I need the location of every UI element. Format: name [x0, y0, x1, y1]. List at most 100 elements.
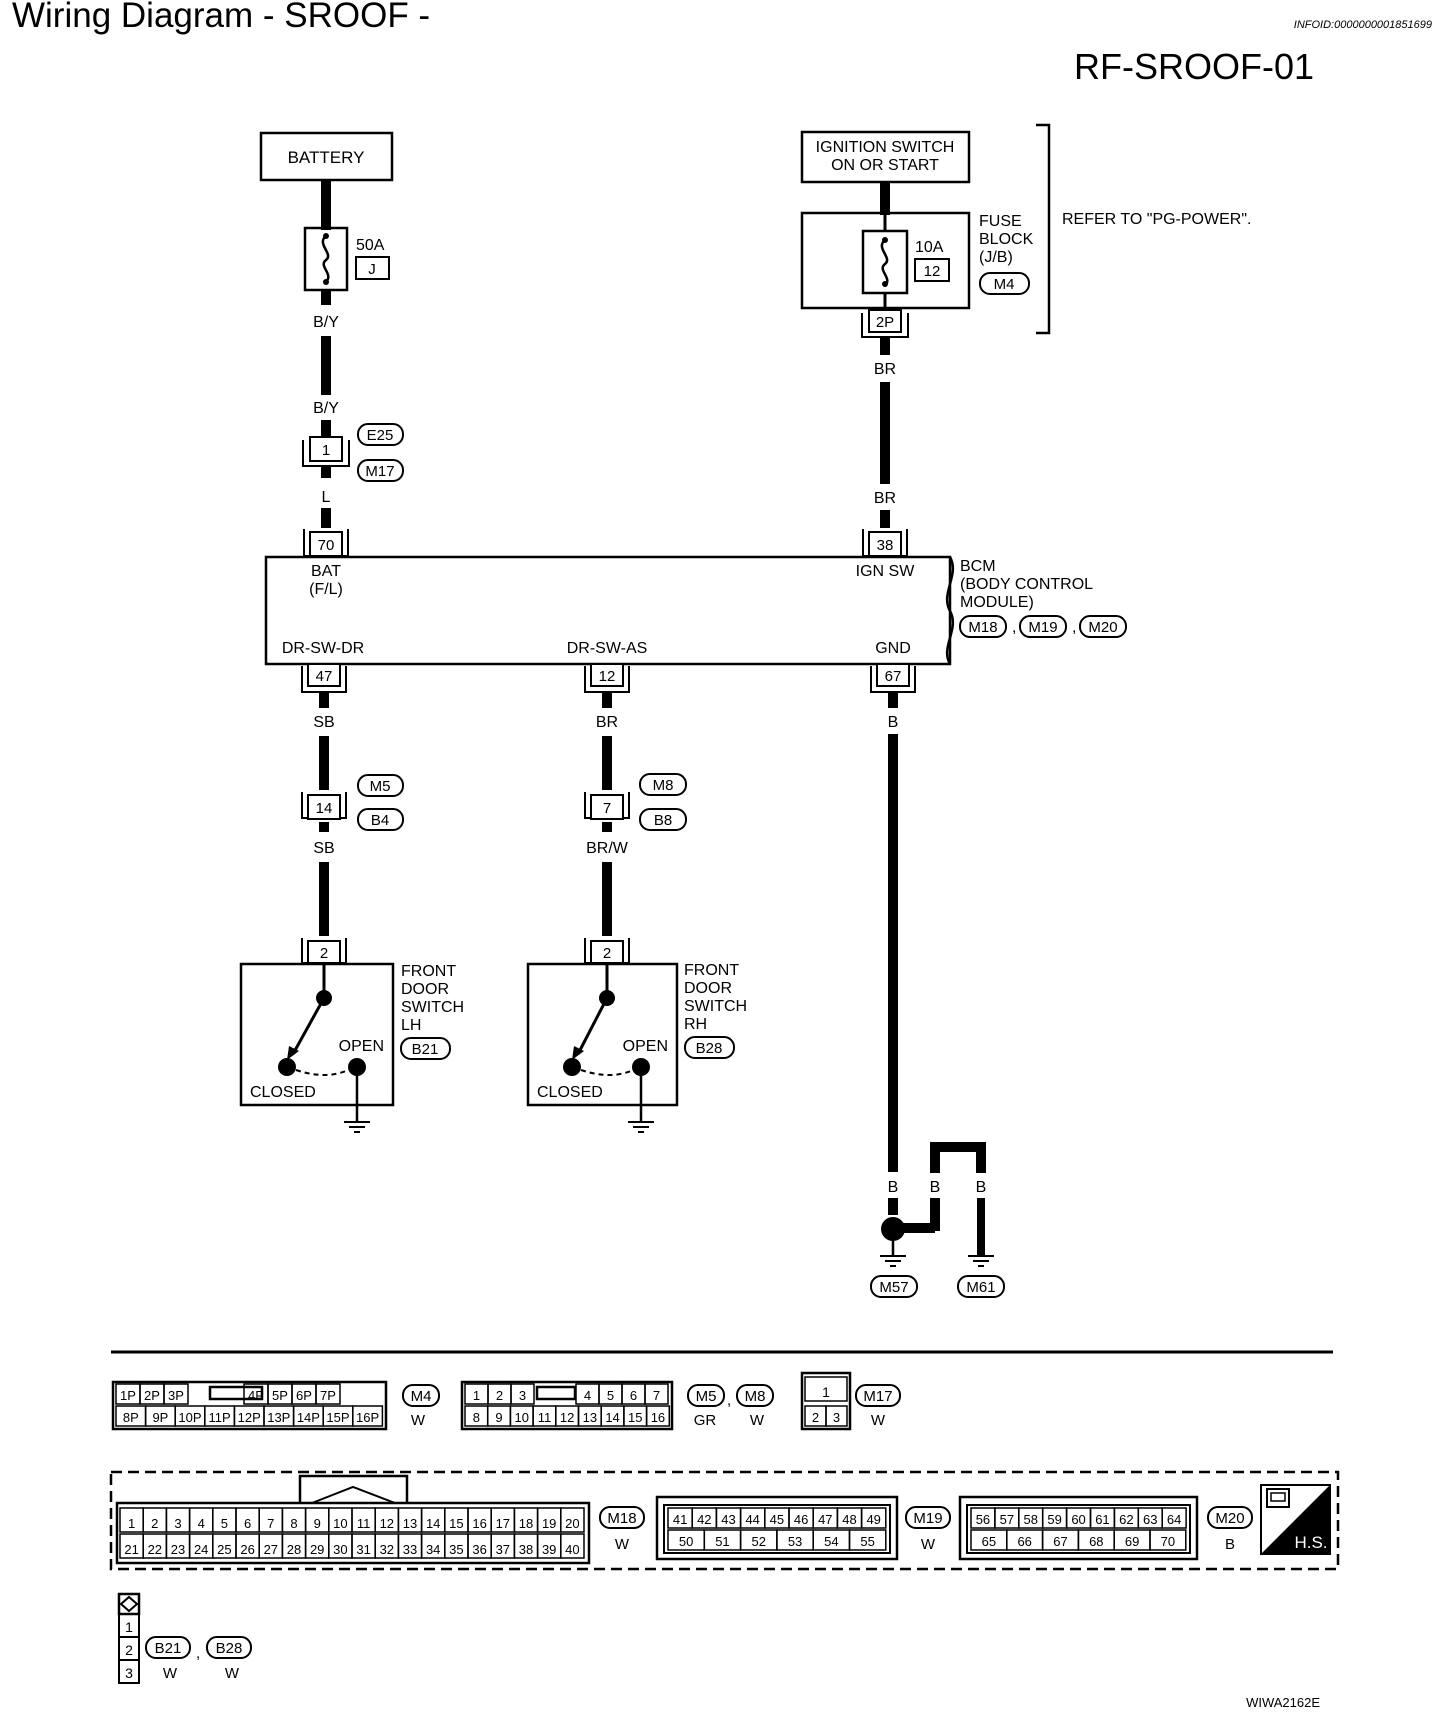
hs-label: H.S.: [1294, 1533, 1327, 1552]
pin-number: 18: [519, 1516, 533, 1531]
pin-number: 5P: [272, 1388, 288, 1403]
connector-m5-face: [460, 1380, 674, 1431]
pin-number: 1: [125, 1619, 133, 1635]
pin-number: 51: [715, 1534, 729, 1549]
info-id: INFOID:0000000001851699: [1293, 19, 1432, 31]
diagram-id: RF-SROOF-01: [1073, 46, 1314, 87]
pin-number: 20: [565, 1516, 579, 1531]
bcm-connector-m18: M18: [968, 619, 997, 636]
pin-number: 27: [264, 1542, 278, 1557]
pin-number: 8P: [123, 1410, 139, 1425]
connector-e25-label: E25: [367, 427, 394, 444]
pin-number: 2: [812, 1410, 819, 1425]
pin-number: 33: [403, 1542, 417, 1557]
refer-note: REFER TO "PG-POWER".: [1062, 211, 1251, 228]
pin-number: 44: [745, 1512, 759, 1527]
lh-door-branch: SB 14 M5 B4 SB 2 OPEN CLOSED FRONT DOOR …: [239, 692, 464, 1133]
bcm-connector-m19: M19: [1028, 619, 1057, 636]
pin-number: 49: [866, 1512, 880, 1527]
pin-cell: [860, 1507, 887, 1529]
switch-lh-label-3: SWITCH: [401, 999, 464, 1016]
separator: ,: [727, 1392, 731, 1409]
m5-view-color: GR: [694, 1412, 717, 1429]
pin-number: 39: [542, 1542, 556, 1557]
battery-label: BATTERY: [288, 148, 365, 167]
pin-number: 31: [356, 1542, 370, 1557]
switch-lh-label-4: LH: [401, 1017, 421, 1034]
bcm-pin-47: 47: [316, 668, 333, 685]
ground-icon: [627, 1121, 655, 1133]
m20-view-label: M20: [1215, 1510, 1244, 1527]
pin-number: 11: [357, 1516, 371, 1531]
ign-fuse-number: 12: [924, 263, 941, 280]
bcm-gnd-label: GND: [875, 640, 911, 657]
bcm-connectors-group: [109, 1470, 1340, 1571]
pin-number: 2: [125, 1642, 133, 1658]
page-title: Wiring Diagram - SROOF -: [12, 0, 431, 35]
connector-b8-label: B8: [654, 812, 672, 829]
m18-view-color: W: [615, 1536, 630, 1553]
pin-number: 1: [128, 1516, 135, 1531]
pin-number: 68: [1089, 1534, 1103, 1549]
pin-number: 2: [496, 1388, 503, 1403]
pin-number: 25: [217, 1542, 231, 1557]
pin-number: 21: [124, 1542, 138, 1557]
bcm-name-2: (BODY CONTROL: [960, 576, 1093, 593]
pin-number: 15: [628, 1410, 642, 1425]
rh-door-branch: BR 7 M8 B8 BR/W 2 OPEN CLOSED FRONT DOOR…: [526, 692, 747, 1133]
wire-color-by-2: B/Y: [313, 400, 339, 417]
ignition-label-1: IGNITION SWITCH: [816, 139, 955, 156]
pin-cell: [510, 1383, 535, 1405]
pin-number: 9: [314, 1516, 321, 1531]
pin-number: 1: [473, 1388, 480, 1403]
bcm-pin-70: 70: [318, 537, 335, 554]
m8-view-label: M8: [745, 1388, 766, 1405]
wire-color-sb-2: SB: [313, 840, 334, 857]
m19-view-label: M19: [913, 1510, 942, 1527]
pin-number: 42: [697, 1512, 711, 1527]
pin-number: 61: [1095, 1512, 1109, 1527]
pin-number: 66: [1017, 1534, 1031, 1549]
switch-rh-pin: 2: [603, 945, 611, 962]
m17-view-label: M17: [863, 1388, 892, 1405]
pin-number: 3P: [168, 1388, 184, 1403]
ground-icon: [967, 1255, 995, 1267]
pin-number: 17: [496, 1516, 510, 1531]
pin-cell: [560, 1507, 585, 1533]
pin-number: 67: [1053, 1534, 1067, 1549]
pin-number: 29: [310, 1542, 324, 1557]
pin-number: 43: [721, 1512, 735, 1527]
pin-cell: [825, 1405, 848, 1427]
pin-number: 5: [221, 1516, 228, 1531]
wire-color-br-3: BR: [596, 714, 618, 731]
pin-cell: [352, 1405, 384, 1427]
separator: ,: [1012, 619, 1016, 636]
battery-branch: BATTERY 50A J B/Y B/Y 1 E25 M17 L: [259, 131, 404, 528]
b28-view-label: B28: [216, 1640, 243, 1657]
pin-cell: [645, 1405, 671, 1427]
pin-cell: [1149, 1529, 1187, 1551]
pin-number: 1P: [120, 1388, 136, 1403]
fuse-block-pin: 2P: [876, 314, 894, 331]
pin-number: 4: [198, 1516, 205, 1531]
pin-number: 14P: [297, 1410, 320, 1425]
pin-cell: [163, 1383, 189, 1405]
bcm: 70 BAT (F/L) 38 IGN SW BCM (BODY CONTROL…: [264, 529, 1127, 693]
fuse-block-label-3: (J/B): [979, 249, 1013, 266]
pin-number: 23: [171, 1542, 185, 1557]
pin-number: 7: [653, 1388, 660, 1403]
m18-view-label: M18: [607, 1510, 636, 1527]
pin-number: 16: [472, 1516, 486, 1531]
wire-color-by-1: B/Y: [313, 314, 339, 331]
m5-view-label: M5: [696, 1388, 717, 1405]
pin-number: 28: [287, 1542, 301, 1557]
pin-number: 69: [1125, 1534, 1139, 1549]
pin-number: 15: [449, 1516, 463, 1531]
figure-code: WIWA2162E: [1246, 1695, 1320, 1710]
fuse-block-label-2: BLOCK: [979, 231, 1034, 248]
pin-number: 3: [519, 1388, 526, 1403]
pin-number: 10: [515, 1410, 529, 1425]
b21-view-color: W: [163, 1665, 178, 1682]
pin-number: 8: [473, 1410, 480, 1425]
pin-number: 12: [560, 1410, 574, 1425]
